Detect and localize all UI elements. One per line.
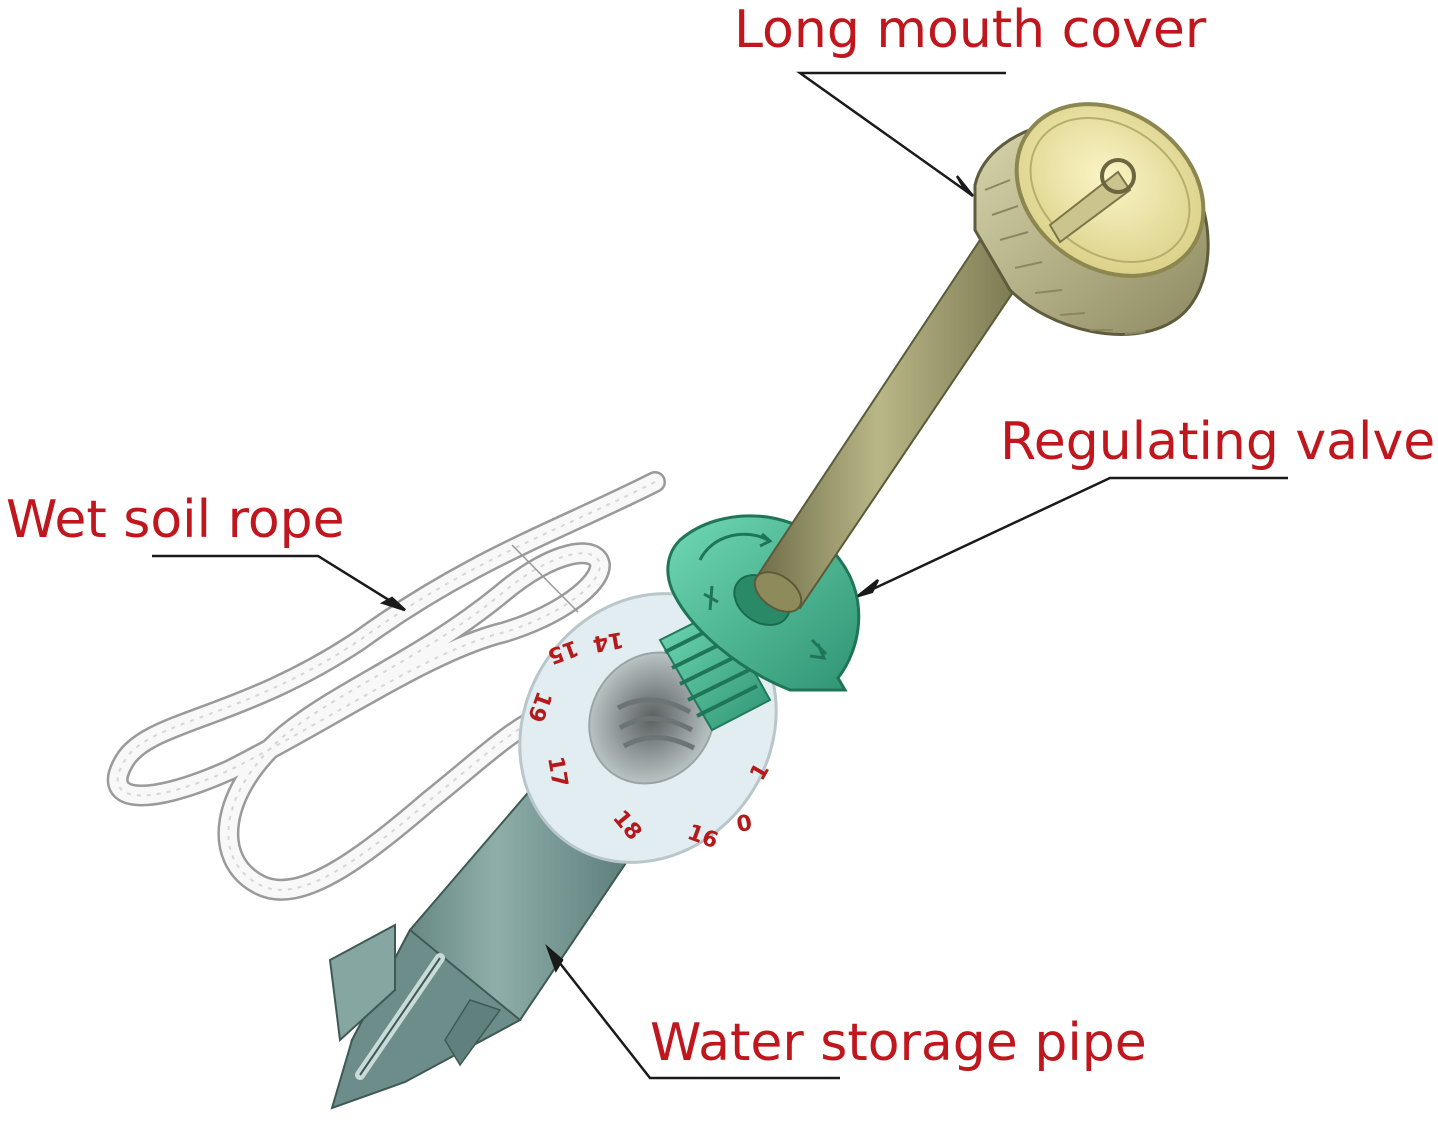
arrow-icon bbox=[379, 596, 406, 612]
leader-line-cover bbox=[796, 71, 1006, 198]
arrow-icon bbox=[759, 532, 773, 548]
label-regulating-valve: Regulating valve bbox=[1000, 412, 1436, 472]
arrow-icon bbox=[955, 175, 974, 197]
dial-number: 0 bbox=[735, 811, 754, 838]
dial-number: 17 bbox=[542, 755, 572, 790]
label-water-storage-pipe: Water storage pipe bbox=[650, 1013, 1147, 1073]
leader-line-rope bbox=[152, 554, 406, 612]
arrow-icon bbox=[857, 579, 880, 598]
dial-number: 14 bbox=[591, 626, 626, 656]
leader-line-valve bbox=[857, 476, 1288, 598]
arrow-icon bbox=[545, 943, 564, 973]
valve-thread bbox=[658, 608, 772, 732]
label-wet-soil-rope: Wet soil rope bbox=[6, 490, 345, 550]
connecting-rod bbox=[753, 238, 1030, 613]
label-long-mouth-cover: Long mouth cover bbox=[734, 0, 1207, 60]
leader-line-pipe bbox=[547, 947, 840, 1080]
wet-soil-rope bbox=[106, 471, 666, 901]
leader-lines bbox=[152, 71, 1288, 1080]
long-mouth-cover bbox=[973, 102, 1210, 336]
